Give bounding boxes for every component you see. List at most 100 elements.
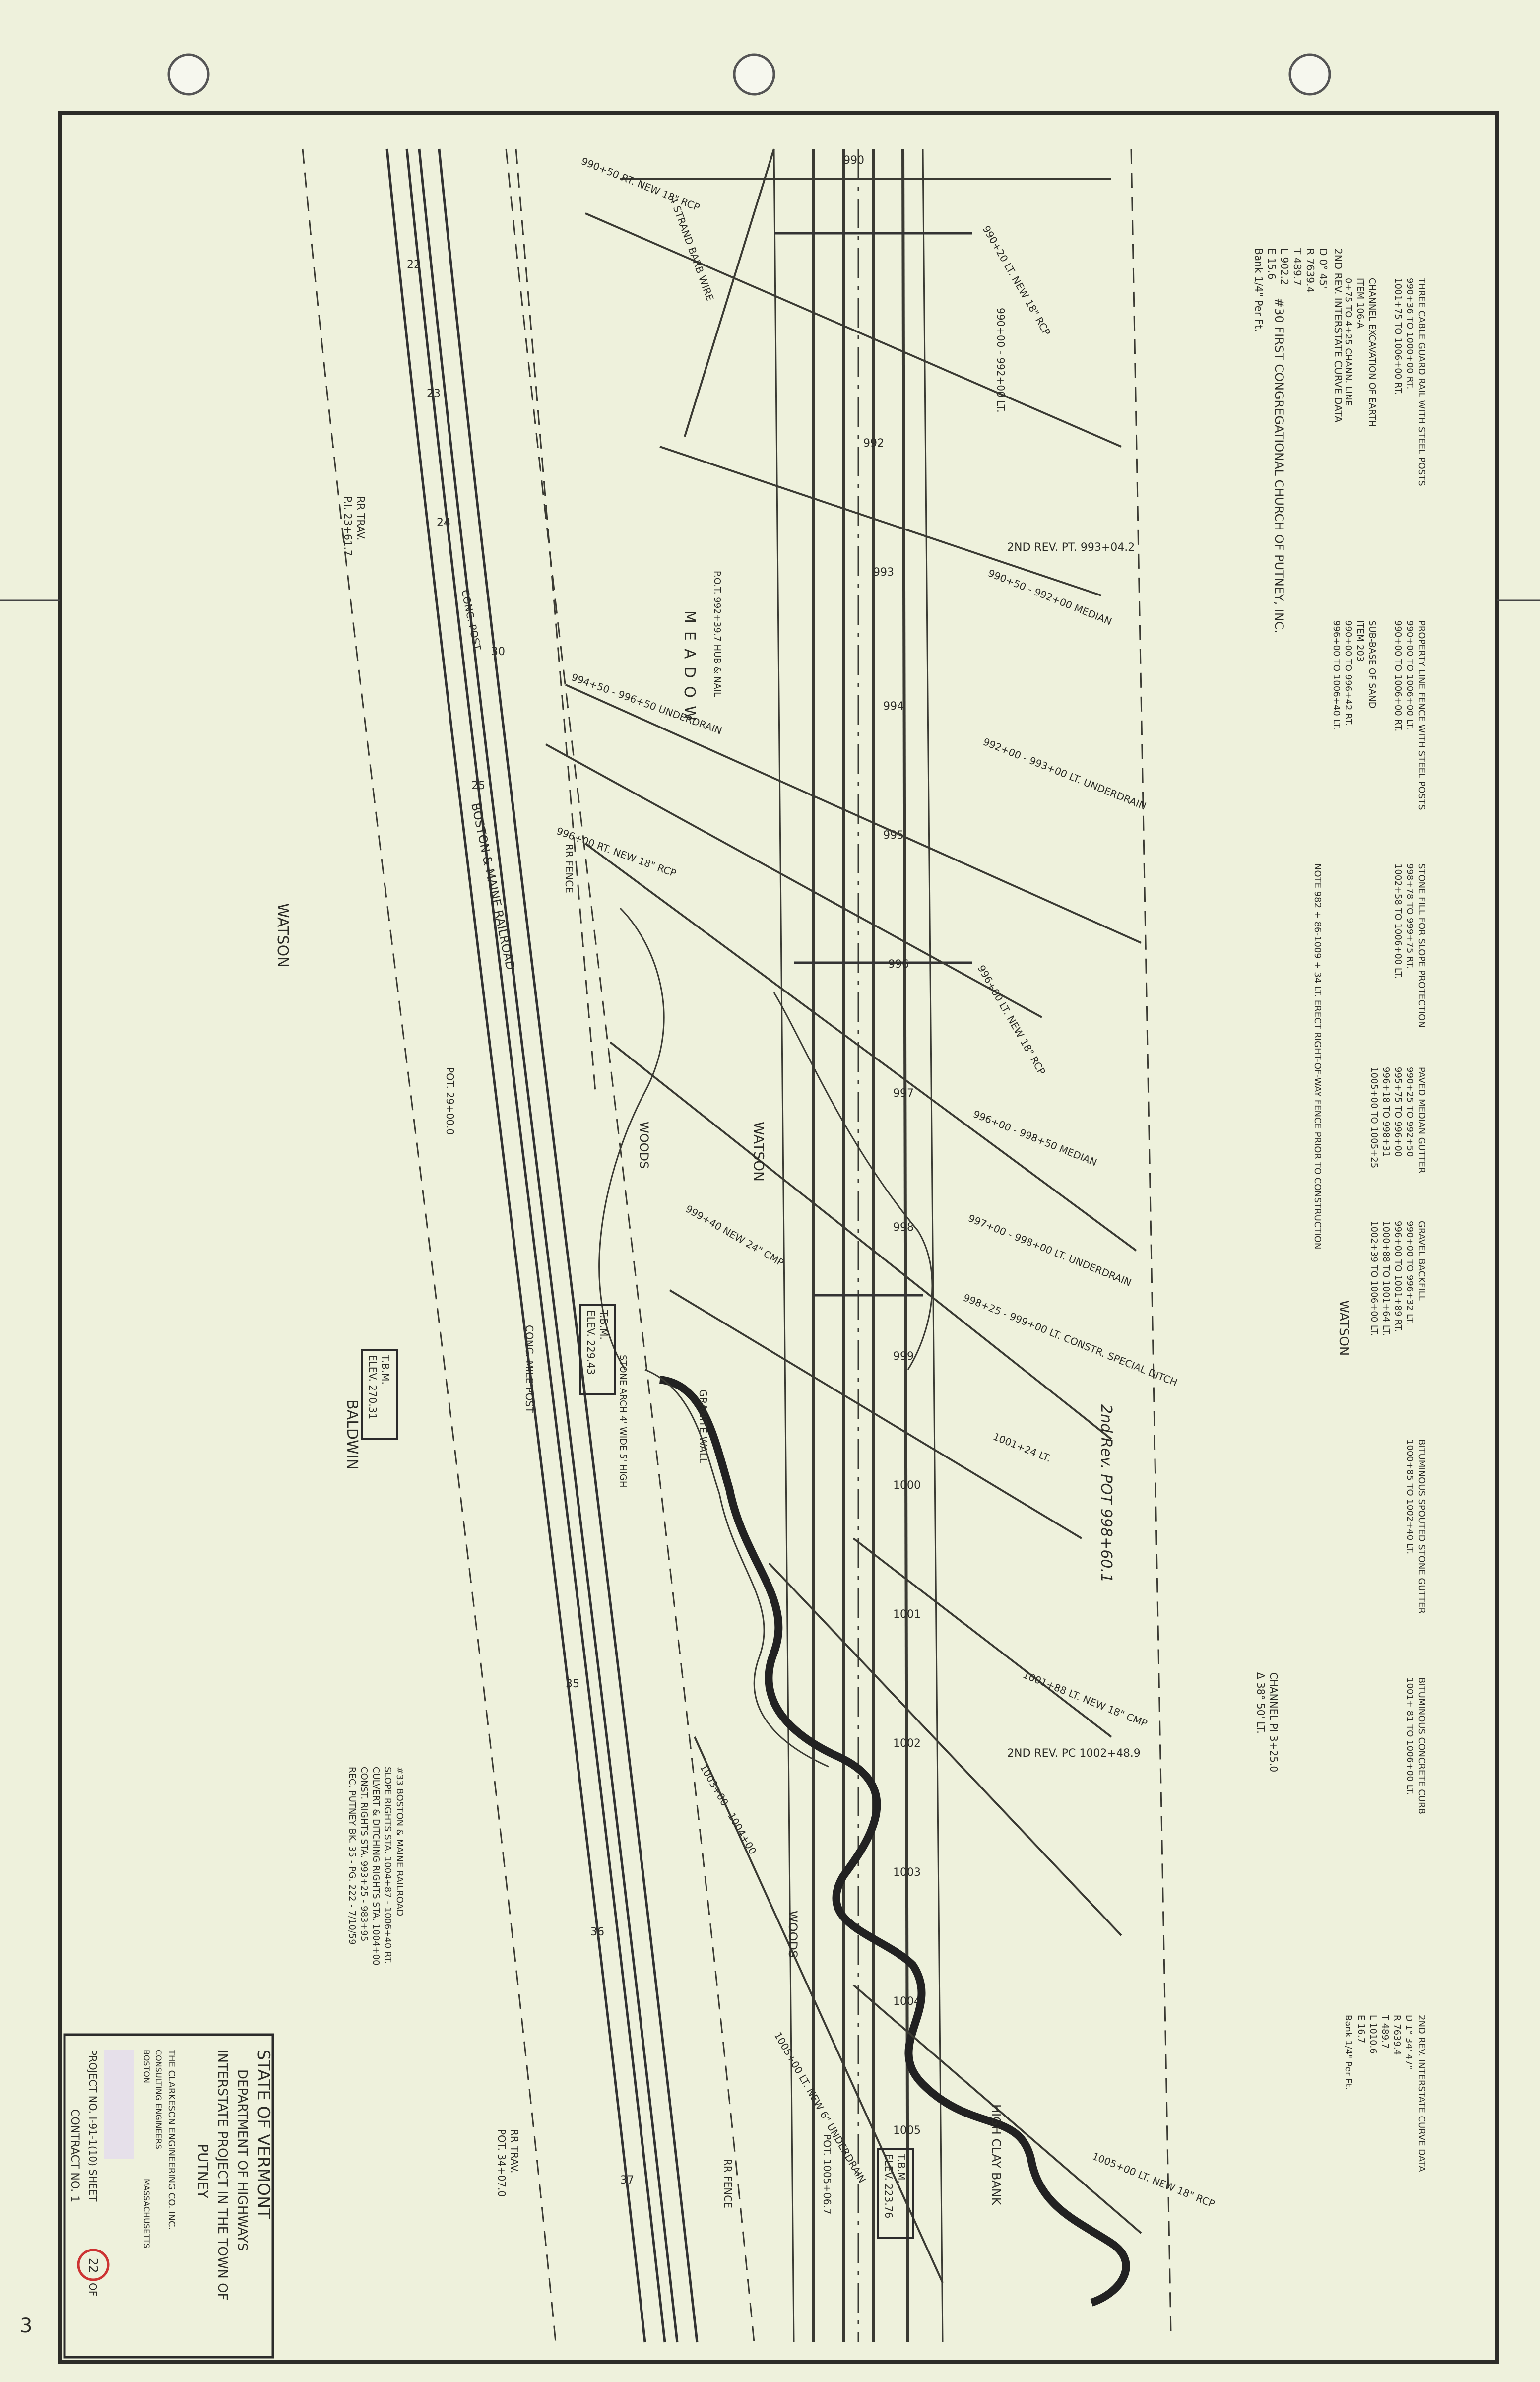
pot-1005: POT. 1005+06.7 (821, 2134, 833, 2215)
station-997: 997 (893, 1087, 914, 1100)
channel-item: ITEM 106-A (1355, 278, 1365, 329)
tb-engineer-role: CONSULTING ENGINEERS (154, 2050, 163, 2149)
curve-data-1-line-2: R 7639.4 (1304, 248, 1316, 293)
tb-engineer: THE CLARKESON ENGINEERING CO. INC. (166, 2049, 177, 2230)
edge-pencil-mark: 3 (20, 2315, 32, 2337)
sheet-border (58, 111, 1499, 2364)
tb-department: DEPARTMENT OF HIGHWAYS (235, 2069, 250, 2251)
curve-data-1-line-5: E 15.6 (1266, 248, 1278, 280)
gravel-line-4: 1002+39 TO 1006+00 LT. (1369, 1221, 1379, 1336)
fence-line-1: 990+00 TO 1006+00 LT. (1405, 620, 1415, 730)
owner-woods-1: WOODS (637, 1122, 651, 1169)
railroad-tracks (385, 148, 699, 2343)
paved-median-line-3: 996+18 TO 998+31 (1381, 1067, 1391, 1157)
guard-rail-line-1: 990+36 TO 1000+00 RT. (1405, 278, 1415, 389)
tbm-3: T.B.M. (896, 2153, 907, 2184)
rr-station-37: 37 (620, 2174, 634, 2186)
brook-bank (644, 1369, 829, 1768)
rr-row-line-left (302, 148, 557, 2343)
binder-hole-1 (167, 53, 210, 96)
stone-fill-title: STONE FILL FOR SLOPE PROTECTION (1416, 863, 1427, 1028)
label-granite-wall: GRANITE WALL (697, 1390, 709, 1464)
station-996: 996 (888, 958, 909, 971)
stone-fill-line-1: 998+78 TO 999+75 RT. (1405, 863, 1415, 969)
curve-data-2-line-3: T 489.7 (1380, 2014, 1390, 2049)
rev-pc-1002: 2ND REV. PC 1002+48.9 (1007, 1747, 1141, 1760)
curve-data-2-line-1: D 1° 34' 47" (1404, 2015, 1414, 2070)
row-line-west (515, 148, 596, 1092)
tb-town: PUTNEY (195, 2144, 211, 2199)
gravel-line-2: 996+00 TO 1001+89 RT. (1393, 1221, 1403, 1332)
paved-median-line-4: 1005+00 TO 1005+25 (1369, 1067, 1379, 1168)
binder-hole-3 (1288, 53, 1331, 96)
curve-data-1-line-4: L 902.2 (1279, 248, 1290, 285)
subbase-title: SUB-BASE OF SAND (1367, 620, 1377, 709)
station-1002: 1002 (893, 1737, 921, 1750)
curve-data-1-line-1: D 0° 45' (1317, 248, 1329, 289)
bank-note-1: Bank 1/4" Per Ft. (1253, 248, 1265, 331)
bituminous-gutter-note: BITUMINOUS SPOUTED STONE GUTTER 1000+85 … (1405, 1439, 1427, 1614)
owner-meadow: MEADOW (681, 610, 698, 728)
station-1005: 1005 (893, 2124, 921, 2137)
subbase-line-1: 990+00 TO 996+42 RT. (1343, 620, 1353, 726)
tb-project-no: PROJECT NO. I-91-1(10) SHEET (87, 2050, 99, 2202)
label-hub-nail: P.O.T. 992+39.7 HUB & NAIL (712, 571, 722, 697)
tbm-1: T.B.M. (380, 1354, 391, 1385)
curve-data-2-title: 2ND REV. INTERSTATE CURVE DATA (1416, 2015, 1427, 2172)
drain-d4: 990+50 - 992+00 MEDIAN (986, 567, 1113, 627)
drain-d10: 997+00 - 998+00 LT. UNDERDRAIN (966, 1212, 1133, 1288)
channel-delta: Δ 38° 50' LT. (1255, 1672, 1267, 1734)
pot-998-handnote: 2nd Rev. POT 998+60.1 (1097, 1404, 1115, 1583)
station-998: 998 (893, 1221, 914, 1234)
tb-project-line: INTERSTATE PROJECT IN THE TOWN OF (215, 2050, 230, 2301)
fence-line-2: 990+00 TO 1006+00 RT. (1393, 620, 1403, 731)
rr-note-line-2: CULVERT & DITCHING RIGHTS STA. 1004+00 (371, 1767, 381, 1966)
rr-note-line-3: CONST. RIGHTS STA. 993+25 - 983+95 (359, 1767, 369, 1941)
tb-engineer-state: MASSACHUSETTS (142, 2179, 151, 2249)
rr-station-23: 23 (427, 388, 441, 400)
bituminous-curb-line-1: 1001+ 81 TO 1006+00 LT. (1405, 1677, 1415, 1795)
gravel-title: GRAVEL BACKFILL (1416, 1221, 1427, 1301)
station-994: 994 (883, 700, 904, 713)
station-992: 992 (863, 437, 884, 450)
bituminous-gutter-title: BITUMINOUS SPOUTED STONE GUTTER (1416, 1439, 1427, 1614)
station-1003: 1003 (893, 1866, 921, 1879)
binder-hole-2 (733, 53, 775, 96)
stone-fill-line-2: 1002+58 TO 1006+00 LT. (1393, 863, 1403, 979)
rr-easement-note: #33 BOSTON & MAINE RAILROAD SLOPE RIGHTS… (347, 1767, 405, 1966)
church-note: #30 FIRST CONGREGATIONAL CHURCH OF PUTNE… (1272, 298, 1286, 633)
rr-station-36: 36 (590, 1926, 604, 1938)
owner-watson-west: WATSON (274, 903, 291, 968)
station-999: 999 (893, 1350, 914, 1363)
station-labels: 990 992 993 994 995 996 997 998 999 1000… (843, 154, 921, 2137)
brook (659, 1376, 1130, 2307)
fence-note: PROPERTY LINE FENCE WITH STEEL POSTS 990… (1331, 620, 1427, 810)
label-stone-arch: STONE ARCH 4' WIDE 5' HIGH (618, 1355, 628, 1488)
subbase-line-2: 996+00 TO 1006+40 LT. (1331, 620, 1342, 730)
tb-state: STATE OF VERMONT (254, 2050, 273, 2219)
row-line-east (1130, 148, 1172, 2333)
rr-station-24: 24 (437, 517, 450, 529)
paved-median-line-2: 995+75 TO 996+00 (1393, 1067, 1403, 1157)
gravel-line-1: 990+00 TO 996+32 LT. (1405, 1221, 1415, 1324)
tbm-2: T.B.M. (598, 1310, 610, 1340)
paved-median-title: PAVED MEDIAN GUTTER (1416, 1067, 1427, 1173)
tb-engineer-city: BOSTON (142, 2050, 151, 2083)
owner-baldwin: BALDWIN (343, 1399, 361, 1470)
drain-d8: 996+00 LT. NEW 18" RCP (975, 963, 1048, 1077)
tbm-2-elev: ELEV. 229.43 (585, 1310, 597, 1375)
drain-d2: 990+00 - 992+00 LT. (995, 308, 1007, 413)
rr-trav-2: RR TRAV. (509, 2129, 520, 2173)
rr-trav-1-station: P.I. 23+61.7 (342, 496, 354, 556)
curve-data-1: 2ND REV. INTERSTATE CURVE DATA D 0° 45' … (1253, 248, 1344, 423)
channel-excavation: CHANNEL EXCAVATION OF EARTH (1367, 278, 1377, 427)
tb-sheet-of: OF (87, 2283, 99, 2296)
tb-contract: CONTRACT NO. 1 (68, 2109, 81, 2202)
label-conc-mile-post: CONC. MILE POST (523, 1325, 535, 1413)
rr-trav-2-station: POT. 34+07.0 (496, 2129, 508, 2197)
drainage-lines (545, 148, 1142, 2283)
curve-data-1-title: 2ND REV. INTERSTATE CURVE DATA (1332, 248, 1344, 423)
rr-note-line-4: REC. PUTNEY BK. 35 - PG. 222 - 7/10/59 (347, 1767, 357, 1945)
guard-rail-title: THREE CABLE GUARD RAIL WITH STEEL POSTS (1416, 277, 1427, 486)
label-rr-fence-1: RR FENCE (563, 844, 575, 893)
